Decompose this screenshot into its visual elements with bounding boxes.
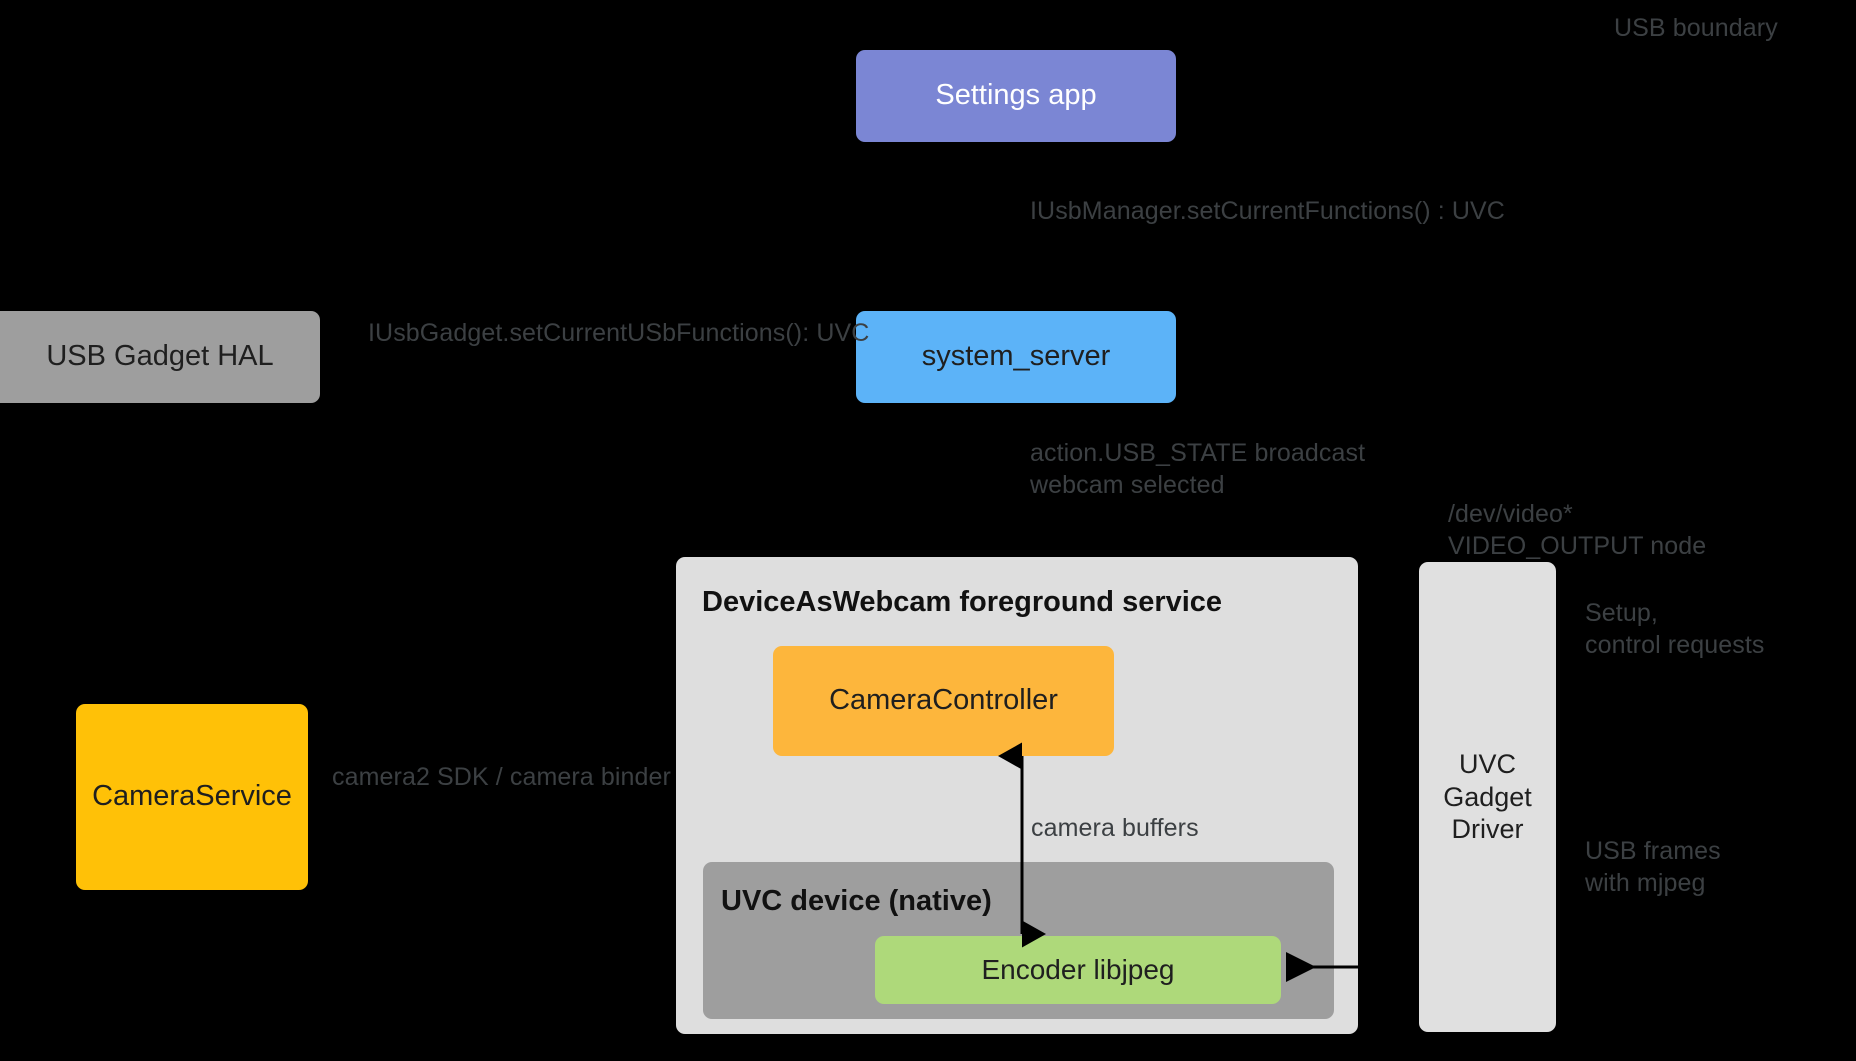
- label-dev-video-node: /dev/video* VIDEO_OUTPUT node: [1448, 500, 1707, 560]
- node-camera-controller-label: CameraController: [829, 684, 1058, 717]
- node-system-server-label: system_server: [921, 340, 1111, 373]
- node-settings-app: Settings app: [856, 50, 1176, 142]
- node-uvc-gadget-driver-label: UVC Gadget Driver: [1443, 748, 1532, 845]
- node-usb-gadget-hal: USB Gadget HAL: [0, 311, 320, 403]
- label-iusbgadget-setcurrentusbfunctions: IUsbGadget.setCurrentUSbFunctions(): UVC: [368, 319, 870, 347]
- node-uvc-device-native-title: UVC device (native): [721, 885, 992, 917]
- node-usb-gadget-hal-label: USB Gadget HAL: [46, 340, 274, 373]
- label-camera-buffers: camera buffers: [1031, 814, 1199, 842]
- node-encoder-libjpeg: Encoder libjpeg: [875, 936, 1281, 1004]
- label-usb-frames-mjpeg: USB frames with mjpeg: [1585, 837, 1721, 897]
- label-setup-control-requests: Setup, control requests: [1585, 599, 1765, 659]
- label-usb-state-broadcast: action.USB_STATE broadcast webcam select…: [1030, 439, 1366, 499]
- label-usb-boundary: USB boundary: [1614, 14, 1778, 42]
- node-camera-service: CameraService: [76, 704, 308, 890]
- label-iusbmanager-setcurrentfunctions: IUsbManager.setCurrentFunctions() : UVC: [1030, 197, 1505, 225]
- node-camera-controller: CameraController: [773, 646, 1114, 756]
- node-camera-service-label: CameraService: [92, 780, 292, 813]
- node-deviceaswebcam-service-title: DeviceAsWebcam foreground service: [702, 586, 1223, 618]
- node-encoder-libjpeg-label: Encoder libjpeg: [981, 953, 1175, 985]
- node-uvc-gadget-driver: UVC Gadget Driver: [1419, 562, 1556, 1032]
- node-settings-app-label: Settings app: [935, 79, 1097, 112]
- node-system-server: system_server: [856, 311, 1176, 403]
- label-camera2-sdk-binder: camera2 SDK / camera binder: [332, 763, 671, 791]
